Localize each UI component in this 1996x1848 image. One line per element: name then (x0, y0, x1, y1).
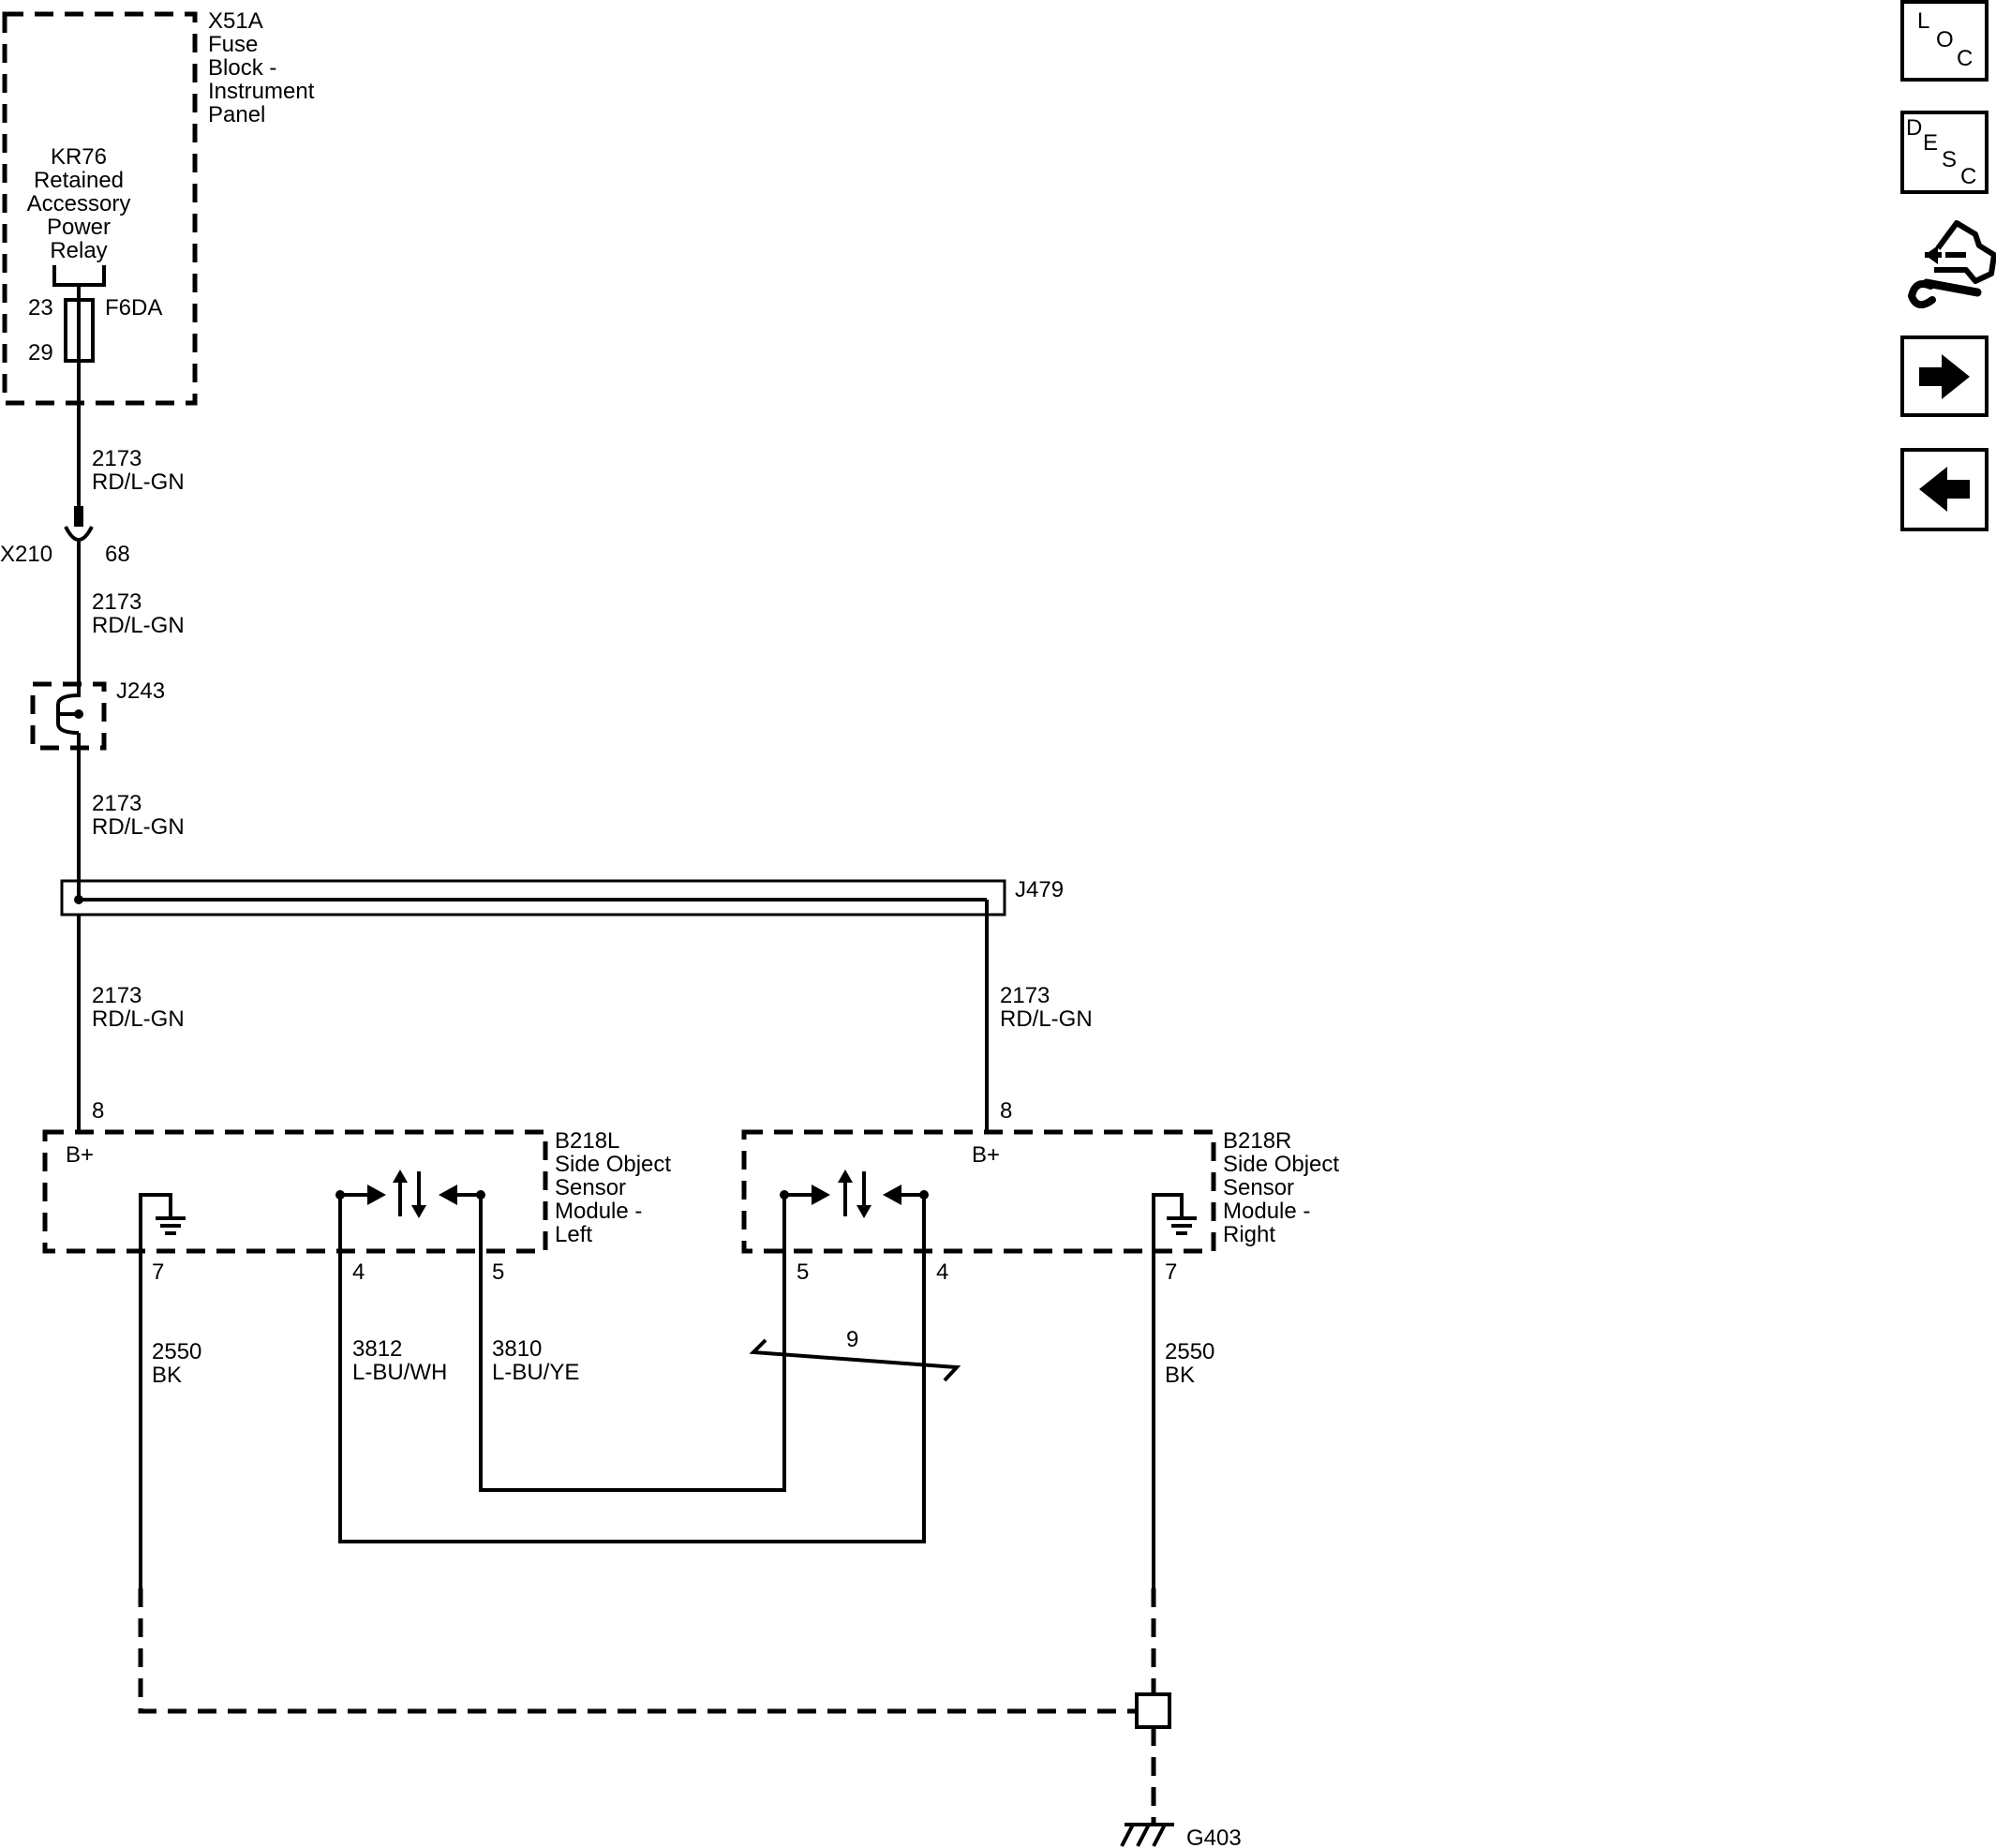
wire-3810-color: L-BU/YE (492, 1360, 579, 1385)
fuse-block-name-3: Instrument (208, 79, 315, 104)
splice-pack-j479: J479 (60, 877, 1064, 917)
fuse-block-name-1: Fuse (208, 32, 258, 57)
serial-data-wires: 3812 L-BU/WH 3810 L-BU/YE 9 (338, 1195, 961, 1543)
relay-name-2: Retained (34, 168, 124, 193)
loc-letter-o: O (1936, 27, 1954, 52)
fuse-f6da: F6DA 23 29 (28, 295, 162, 365)
relay-name-1: KR76 (51, 144, 107, 170)
loc-button[interactable]: L O C (1900, 0, 1989, 82)
wire-2173-color-4: RD/L-GN (92, 1006, 185, 1032)
wire-3812-circuit: 3812 (352, 1336, 402, 1362)
relay-name-5: Relay (50, 238, 107, 263)
module-right-pin-power: 8 (1000, 1098, 1012, 1124)
wire-2550-circuit-right: 2550 (1165, 1339, 1214, 1364)
desc-letter-c: C (1960, 164, 1976, 189)
ground-g403: G403 (1120, 1823, 1242, 1848)
module-left-pin-b: 5 (492, 1259, 504, 1285)
module-right-name-4: Right (1223, 1222, 1275, 1247)
next-page-button[interactable] (1900, 335, 1989, 417)
splice-pack-id: J479 (1015, 877, 1064, 902)
module-right-id: B218R (1223, 1128, 1291, 1154)
module-left-name-1: Side Object (555, 1152, 671, 1177)
wire-2173-branches: 2173 RD/L-GN 2173 RD/L-GN (77, 915, 1093, 1132)
wire-2173-circuit-4: 2173 (92, 983, 142, 1008)
splice-j243: J243 2173 RD/L-GN (30, 678, 185, 900)
connector-x210-pin: 68 (105, 542, 130, 567)
arrow-left-icon (1919, 467, 1970, 512)
relay-name-3: Accessory (27, 191, 131, 216)
desc-letter-s: S (1942, 147, 1957, 172)
connector-wrench-icon[interactable] (1907, 220, 1996, 309)
module-right-name-3: Module - (1223, 1199, 1310, 1224)
fuse-block-id: X51A (208, 8, 263, 34)
module-left-pin-a: 4 (352, 1259, 365, 1285)
wire-2550-circuit-left: 2550 (152, 1339, 201, 1364)
fuse-pin-top: 23 (28, 295, 53, 320)
ground-id: G403 (1186, 1826, 1242, 1848)
connector-x210-id: X210 (0, 542, 52, 567)
loc-letter-c: C (1957, 46, 1973, 71)
connector-x210: X210 68 2173 RD/L-GN (0, 506, 185, 684)
wire-3812-color: L-BU/WH (352, 1360, 447, 1385)
module-right-name-1: Side Object (1223, 1152, 1339, 1177)
module-left-name-3: Module - (555, 1199, 642, 1224)
module-right-pin-a: 5 (797, 1259, 809, 1285)
module-left-bplus: B+ (66, 1142, 94, 1168)
module-b218r: 8 B+ B218R Side Object Sensor Module - R… (741, 1098, 1339, 1285)
wire-2550-color-right: BK (1165, 1363, 1195, 1388)
wire-2173-color-5: RD/L-GN (1000, 1006, 1093, 1032)
module-left-id: B218L (555, 1128, 619, 1154)
module-b218l: 8 B+ B218L Side Object Sensor Module - L… (42, 1098, 671, 1285)
fuse-pin-bottom: 29 (28, 340, 53, 365)
wire-2173-circuit-5: 2173 (1000, 983, 1050, 1008)
loc-letter-l: L (1917, 8, 1929, 34)
fuse-block-name-4: Panel (208, 102, 265, 127)
module-right-name-2: Sensor (1223, 1175, 1294, 1200)
fuse-id: F6DA (105, 295, 162, 320)
wire-2173-circuit-3: 2173 (92, 791, 142, 816)
module-left-name-4: Left (555, 1222, 592, 1247)
desc-button[interactable]: D E S C (1900, 111, 1989, 194)
module-right-pin-ground: 7 (1165, 1259, 1177, 1285)
fuse-block-x51a: X51A Fuse Block - Instrument Panel (2, 8, 315, 406)
twist-label: 9 (846, 1327, 858, 1352)
wire-2173-main: 2173 RD/L-GN (77, 361, 185, 525)
wire-2173-color-1: RD/L-GN (92, 469, 185, 495)
wire-2173-color-3: RD/L-GN (92, 814, 185, 840)
fuse-block-name-2: Block - (208, 55, 276, 81)
module-right-bplus: B+ (972, 1142, 1000, 1168)
desc-letter-d: D (1906, 115, 1922, 141)
ground-wires: 2550 BK 2550 BK (138, 1251, 1214, 1823)
splice-j243-id: J243 (116, 678, 165, 704)
previous-page-button[interactable] (1900, 448, 1989, 531)
arrow-right-icon (1919, 354, 1970, 399)
wire-3810-circuit: 3810 (492, 1336, 542, 1362)
wire-2173-circuit-2: 2173 (92, 589, 142, 615)
module-left-name-2: Sensor (555, 1175, 626, 1200)
module-left-pin-ground: 7 (152, 1259, 164, 1285)
wire-2173-color-2: RD/L-GN (92, 613, 185, 638)
relay-kr76: KR76 Retained Accessory Power Relay (27, 144, 131, 300)
wire-2173-circuit-1: 2173 (92, 446, 142, 471)
wire-2550-color-left: BK (152, 1363, 182, 1388)
module-left-pin-power: 8 (92, 1098, 104, 1124)
relay-name-4: Power (47, 215, 111, 240)
module-right-pin-b: 4 (936, 1259, 948, 1285)
desc-letter-e: E (1923, 130, 1938, 156)
